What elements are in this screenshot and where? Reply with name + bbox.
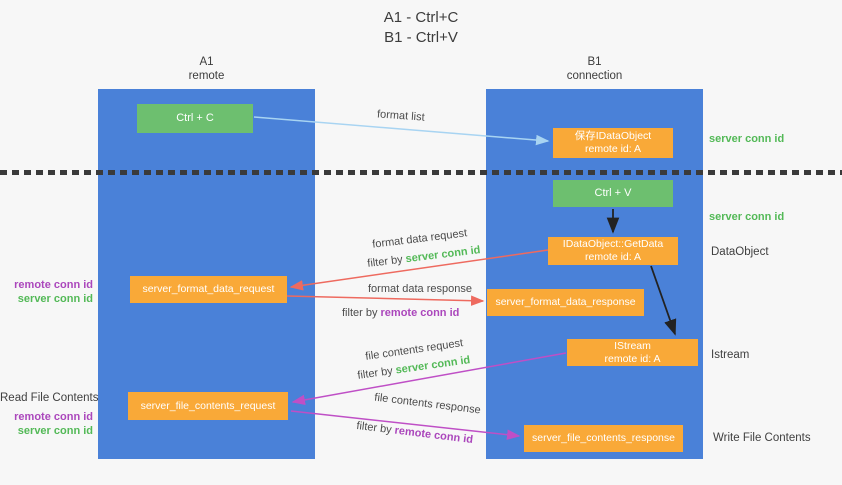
annotation-server-conn-id-2: server conn id bbox=[17, 425, 93, 437]
node-ctrl-v: Ctrl + V bbox=[553, 180, 673, 207]
lane-b-subtitle: connection bbox=[566, 70, 623, 82]
node-istream-line2: remote id: A bbox=[604, 352, 661, 365]
lane-a-name: A1 bbox=[199, 56, 214, 68]
filter-server-conn-id: server conn id bbox=[404, 244, 482, 266]
annotation-remote-conn-id-2: remote conn id bbox=[14, 411, 93, 423]
filter-server-conn-id: server conn id bbox=[394, 354, 472, 377]
phase-separator-dotted-line bbox=[0, 170, 842, 175]
lane-b-name: B1 bbox=[587, 56, 602, 68]
node-ctrl-v-label: Ctrl + V bbox=[594, 187, 632, 199]
lane-b-header: B1 connection bbox=[486, 55, 703, 83]
edge-label-format-list: format list bbox=[376, 108, 426, 124]
filter-remote-conn-id: remote conn id bbox=[393, 424, 474, 447]
filter-remote-conn-id: remote conn id bbox=[380, 307, 460, 319]
node-server-file-contents-response: server_file_contents_response bbox=[524, 425, 683, 452]
node-server-file-contents-request: server_file_contents_request bbox=[128, 392, 288, 420]
annotation-istream: Istream bbox=[711, 349, 750, 361]
edge-label-filter-remote-conn-1: filter by remote conn id bbox=[342, 307, 459, 319]
node-istream-line1: IStream bbox=[614, 339, 651, 352]
node-ctrl-c-label: Ctrl + C bbox=[176, 112, 214, 124]
title-line-1: A1 - Ctrl+C bbox=[383, 9, 459, 26]
annotation-write-file-contents: Write File Contents bbox=[713, 432, 811, 444]
edge-format-data-response bbox=[286, 295, 485, 306]
filter-by-prefix: filter by bbox=[355, 419, 396, 437]
lane-a-header: A1 remote bbox=[98, 55, 315, 83]
node-idataobject-getdata-line2: remote id: A bbox=[584, 251, 642, 263]
edge-label-filter-remote-conn-2: filter by remote conn id bbox=[356, 420, 474, 446]
lane-a-subtitle: remote bbox=[188, 70, 225, 82]
node-server-file-contents-response-label: server_file_contents_response bbox=[531, 432, 675, 444]
node-server-format-data-response: server_format_data_response bbox=[487, 289, 644, 316]
node-save-idataobject-line2: remote id: A bbox=[584, 143, 642, 155]
node-idataobject-getdata-line1: IDataObject::GetData bbox=[562, 238, 664, 250]
diagram-title: A1 - Ctrl+C B1 - Ctrl+V bbox=[0, 8, 842, 48]
annotation-dataobject: DataObject bbox=[711, 246, 769, 258]
title-line-2: B1 - Ctrl+V bbox=[384, 29, 458, 46]
filter-by-prefix: filter by bbox=[342, 307, 381, 319]
node-server-format-data-response-label: server_format_data_response bbox=[495, 296, 636, 308]
annotation-server-conn-id-mid: server conn id bbox=[709, 211, 785, 223]
node-server-file-contents-request-label: server_file_contents_request bbox=[140, 399, 276, 412]
node-ctrl-c: Ctrl + C bbox=[137, 104, 253, 133]
node-save-idataobject: 保存IDataObject remote id: A bbox=[553, 128, 673, 158]
node-server-format-data-request: server_format_data_request bbox=[130, 276, 287, 303]
annotation-read-file-contents: Read File Contents bbox=[0, 392, 99, 404]
node-save-idataobject-line1: 保存IDataObject bbox=[574, 130, 652, 142]
node-server-format-data-request-label: server_format_data_request bbox=[142, 283, 275, 295]
node-idataobject-getdata: IDataObject::GetData remote id: A bbox=[548, 237, 678, 265]
filter-by-prefix: filter by bbox=[366, 253, 407, 270]
node-istream: IStream remote id: A bbox=[567, 339, 698, 366]
filter-by-prefix: filter by bbox=[356, 364, 397, 382]
annotation-server-conn-id-top: server conn id bbox=[709, 133, 785, 145]
edge-label-file-contents-response: file contents response bbox=[373, 391, 482, 417]
edge-label-format-data-response: format data response bbox=[368, 283, 472, 295]
annotation-server-conn-id-1: server conn id bbox=[17, 293, 93, 305]
annotation-remote-conn-id-1: remote conn id bbox=[14, 279, 93, 291]
